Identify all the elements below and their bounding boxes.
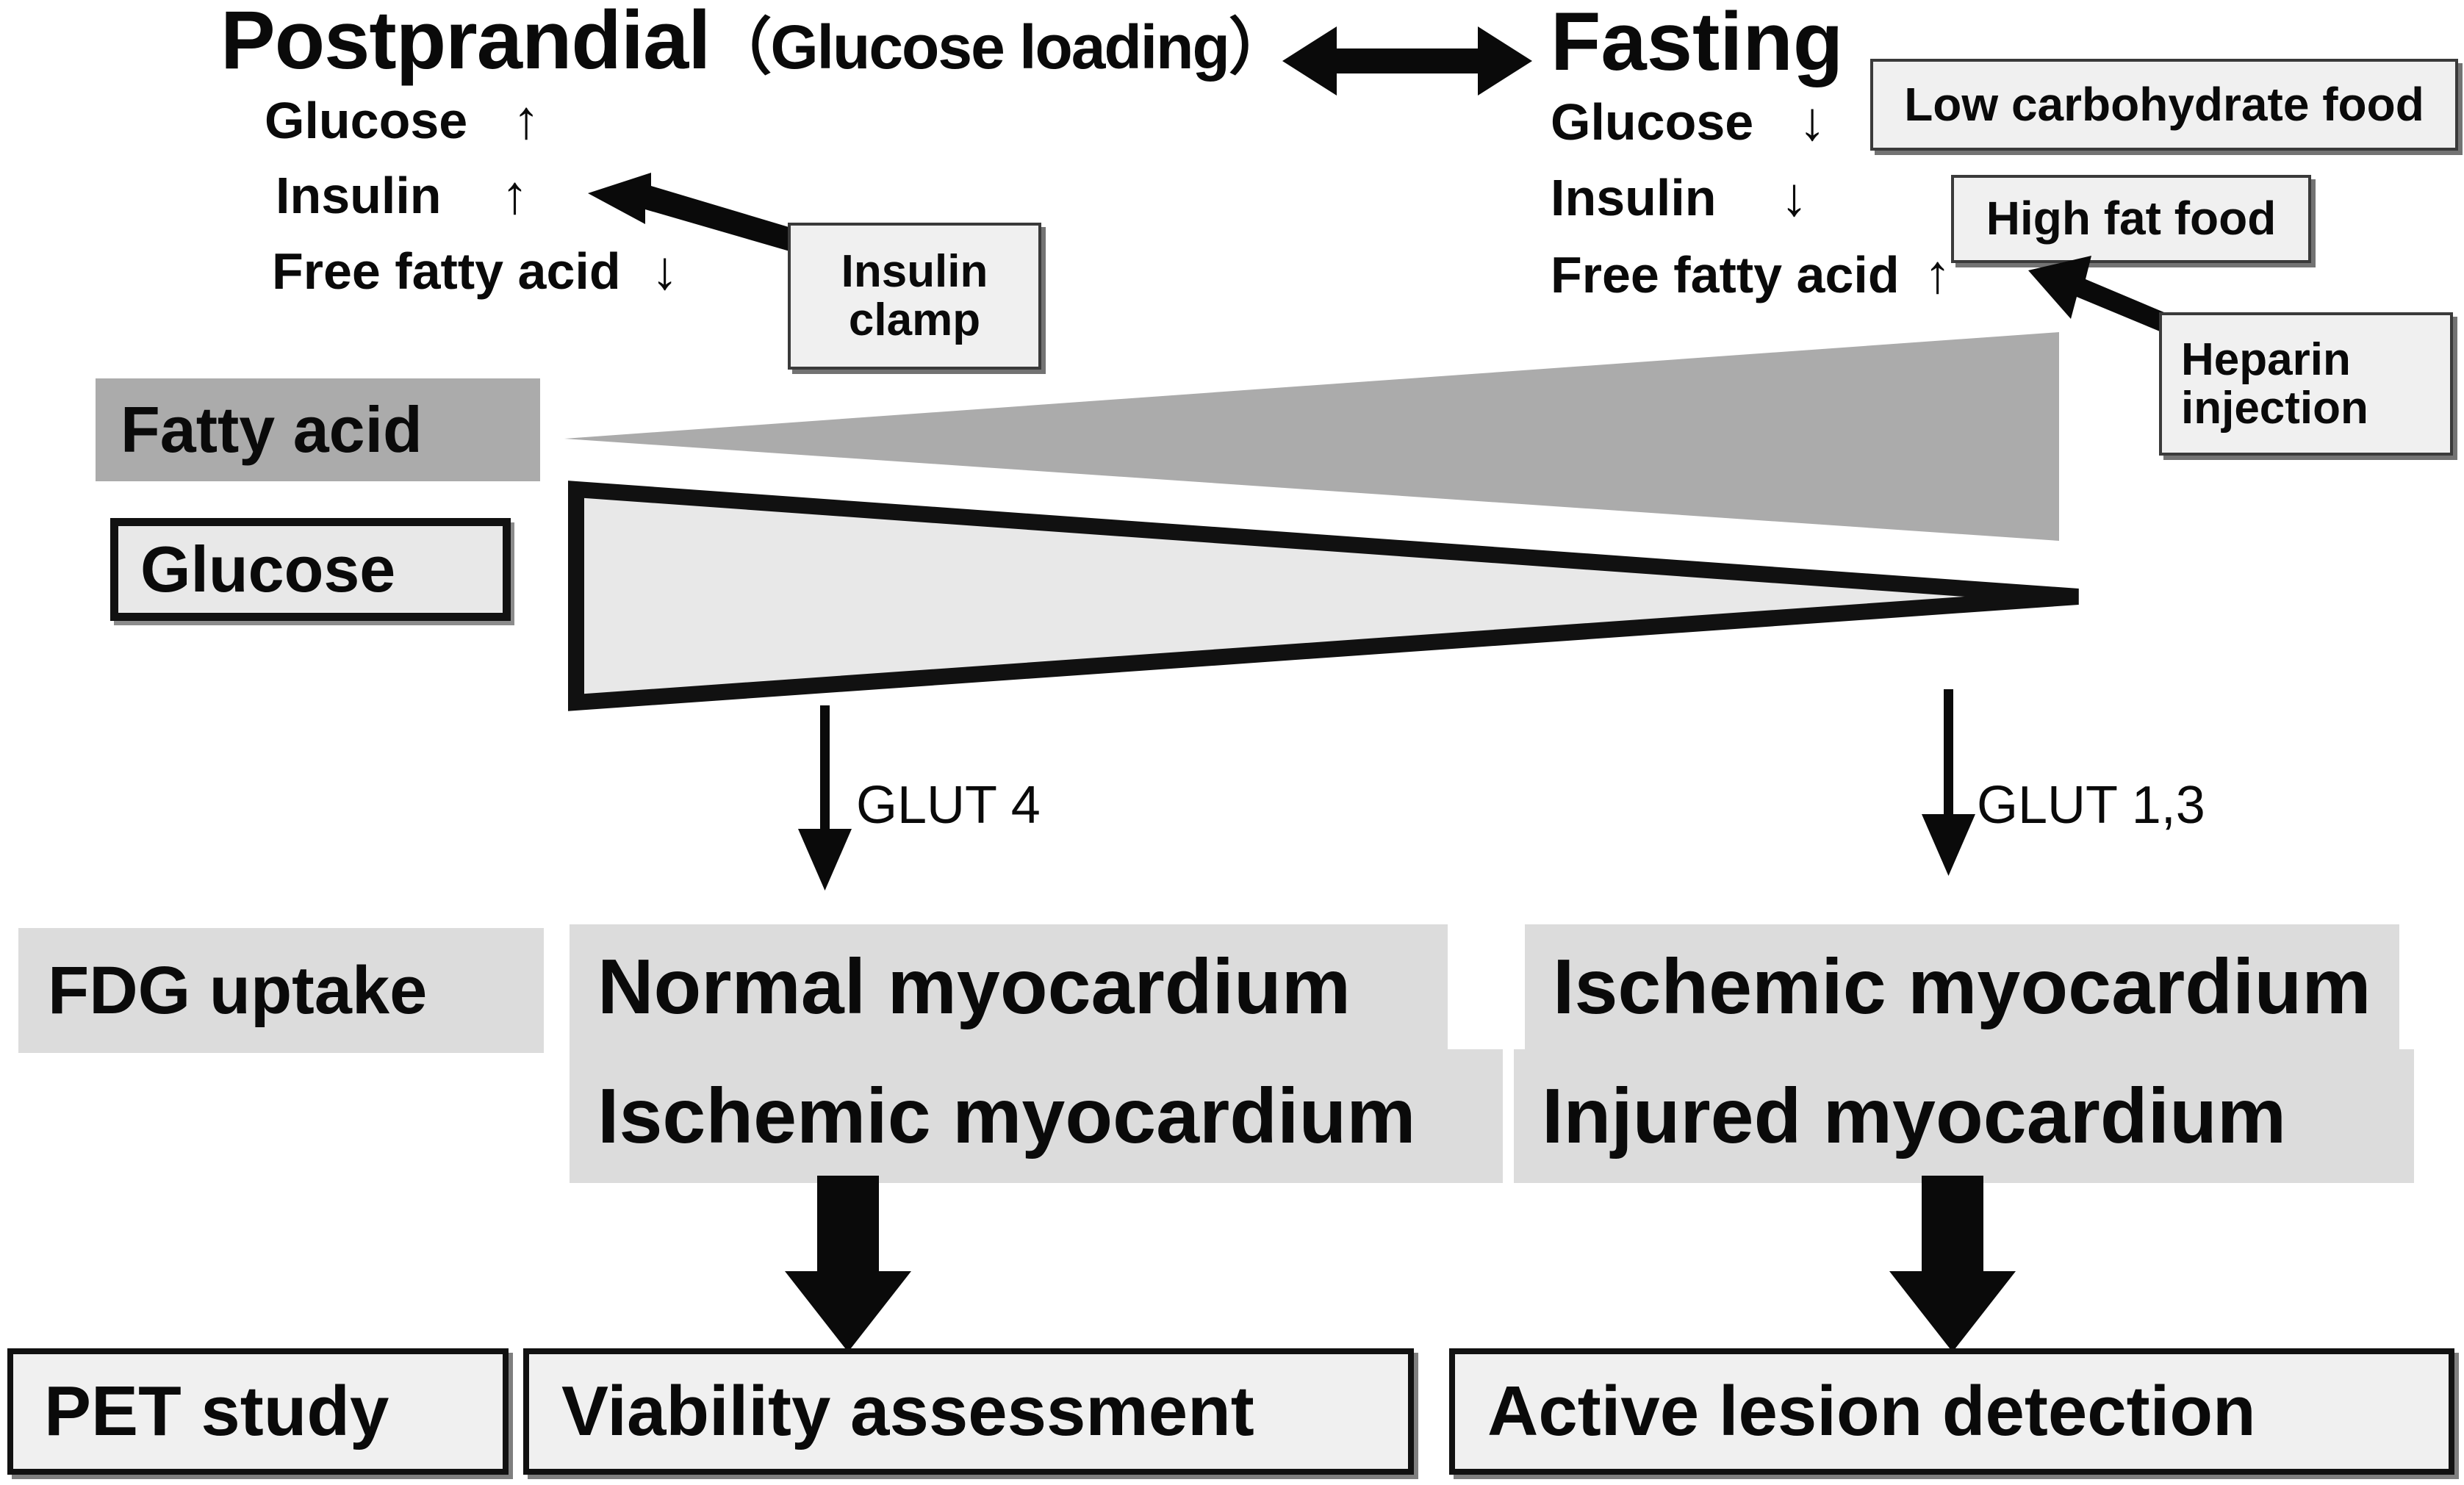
bidirectional-arrow-icon xyxy=(1282,21,1532,105)
legend-fatty-acid-label: Fatty acid xyxy=(121,393,423,466)
insulin-clamp-pointer-arrow-icon xyxy=(588,173,808,272)
note-box-high-fat-food[interactable]: High fat food xyxy=(1951,175,2311,263)
outcome-label: Viability assessment xyxy=(561,1372,1254,1450)
change-arrow-icon: ↓ xyxy=(1781,166,1809,227)
outcome-box-active-lesion-detection[interactable]: Active lesion detection xyxy=(1449,1348,2454,1475)
low-carb-label: Low carbohydrate food xyxy=(1904,77,2424,131)
transporter-label-glut13: GLUT 1,3 xyxy=(1977,776,2205,835)
change-arrow-icon: ↓ xyxy=(651,240,679,301)
pet-study-label: PET study xyxy=(44,1372,389,1450)
metabolite-row-right-free-fatty-acid: Free fatty acid ↑ xyxy=(1551,242,1951,305)
fdg-uptake-label: FDG uptake xyxy=(48,952,428,1028)
change-arrow-icon: ↑ xyxy=(501,164,529,225)
legend-fatty-acid: Fatty acid xyxy=(96,378,540,481)
title-postprandial-main: Postprandial xyxy=(220,0,711,86)
row-label-pet-study: PET study xyxy=(7,1348,509,1475)
note-box-low-carbohydrate-food[interactable]: Low carbohydrate food xyxy=(1870,59,2458,151)
result-box-ischemic-myocardium-left[interactable]: Ischemic myocardium xyxy=(570,1049,1503,1183)
metabolite-row-left-free-fatty-acid: Free fatty acid ↓ xyxy=(272,239,678,301)
change-arrow-icon: ↑ xyxy=(1924,243,1952,304)
note-box-insulin-clamp[interactable]: Insulin clamp xyxy=(788,223,1041,370)
heparin-line1: Heparin xyxy=(2181,334,2351,385)
change-arrow-icon: ↑ xyxy=(512,89,540,150)
outcome-box-viability-assessment[interactable]: Viability assessment xyxy=(523,1348,1414,1475)
legend-glucose-label: Glucose xyxy=(140,533,396,605)
heparin-line2: injection xyxy=(2181,382,2368,434)
result-box-injured-myocardium[interactable]: Injured myocardium xyxy=(1514,1049,2414,1183)
result-label: Normal myocardium xyxy=(597,943,1351,1030)
metabolite-row-left-insulin: Insulin ↑ xyxy=(276,163,528,226)
outcome-label: Active lesion detection xyxy=(1487,1372,2256,1450)
metabolite-label: Insulin xyxy=(1551,169,1717,226)
page-title-fasting: Fasting xyxy=(1551,0,1844,87)
legend-glucose: Glucose xyxy=(110,518,511,621)
metabolite-row-right-insulin: Insulin ↓ xyxy=(1551,165,1808,228)
glut13-arrow-icon xyxy=(1922,689,1975,876)
glut4-arrow-icon xyxy=(798,705,852,891)
result-box-ischemic-myocardium-right[interactable]: Ischemic myocardium xyxy=(1525,924,2399,1049)
high-fat-label: High fat food xyxy=(1986,192,2277,245)
substrate-gradient-wedges xyxy=(564,332,2079,891)
metabolite-label: Free fatty acid xyxy=(1551,246,1900,303)
transporter-label-glut4: GLUT 4 xyxy=(856,776,1041,835)
metabolite-label: Insulin xyxy=(276,167,442,224)
fatty-acid-wedge xyxy=(564,332,2059,541)
outcome-arrows xyxy=(785,1176,2016,1352)
change-arrow-icon: ↓ xyxy=(1798,90,1826,151)
result-label: Ischemic myocardium xyxy=(1553,943,2371,1030)
metabolite-label: Free fatty acid xyxy=(272,242,621,300)
note-box-heparin-injection[interactable]: Heparin injection xyxy=(2159,312,2453,456)
heparin-pointer-arrow-icon xyxy=(2028,256,2197,348)
insulin-clamp-line1: Insulin xyxy=(841,246,988,298)
glucose-wedge xyxy=(568,481,2079,711)
insulin-clamp-line2: clamp xyxy=(848,295,981,345)
active-lesion-arrow-icon xyxy=(1889,1176,2016,1352)
viability-arrow-icon xyxy=(785,1176,911,1352)
metabolite-label: Glucose xyxy=(1551,93,1754,151)
result-box-normal-myocardium[interactable]: Normal myocardium xyxy=(570,924,1448,1049)
metabolite-row-left-glucose: Glucose ↑ xyxy=(265,88,540,151)
result-label: Ischemic myocardium xyxy=(597,1072,1416,1159)
row-label-fdg-uptake: FDG uptake xyxy=(18,928,544,1053)
metabolite-row-right-glucose: Glucose ↓ xyxy=(1551,90,1826,152)
result-label: Injured myocardium xyxy=(1542,1072,2287,1159)
metabolite-label: Glucose xyxy=(265,92,468,149)
title-postprandial-sub: （Glucose loading） xyxy=(710,12,1290,82)
page-title-postprandial: Postprandial（Glucose loading） xyxy=(220,0,1290,87)
